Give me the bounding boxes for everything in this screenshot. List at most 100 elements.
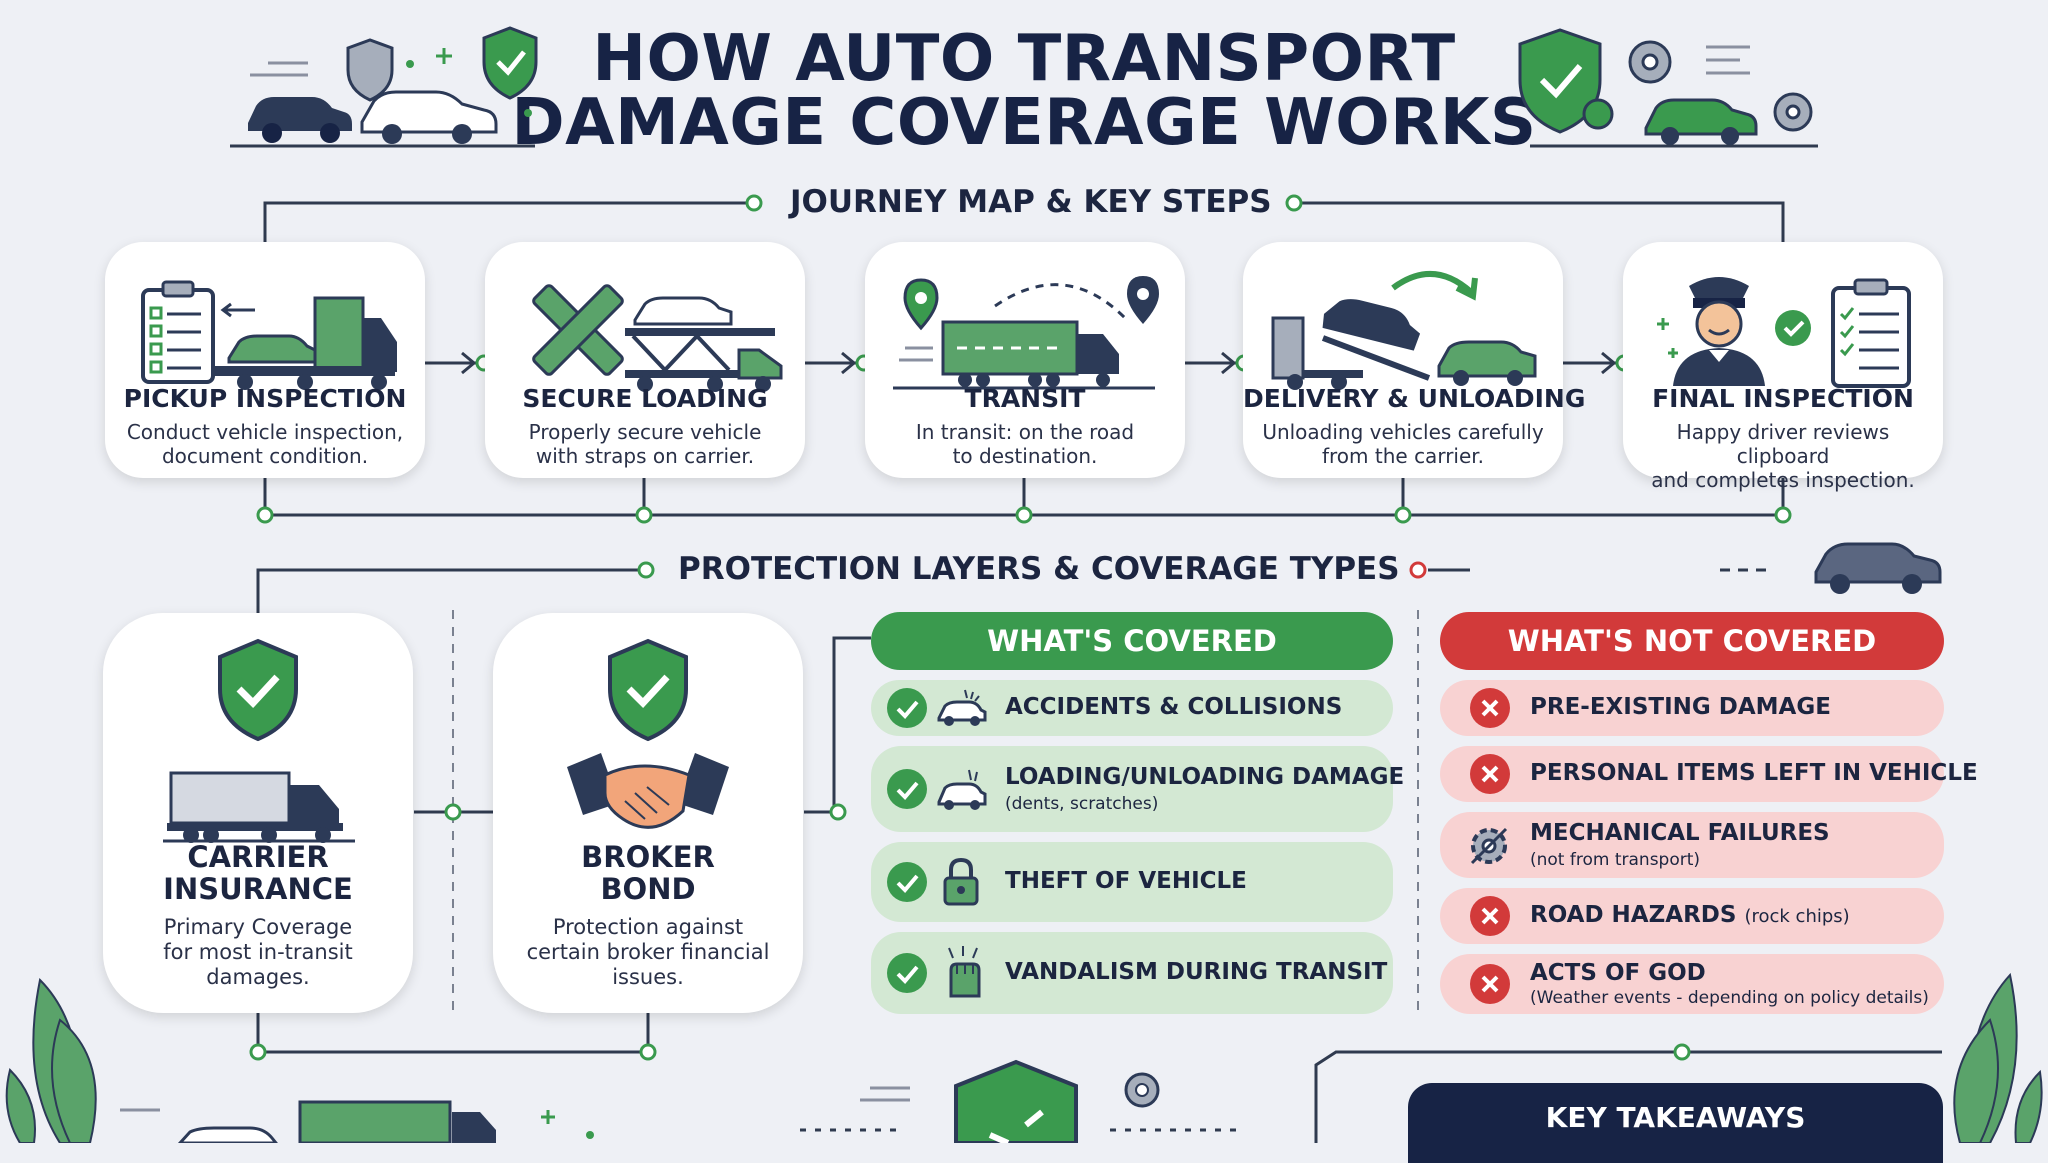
step-desc-line: In transit: on the road	[915, 420, 1135, 444]
truck-icon-bottom	[177, 1100, 496, 1143]
lock-icon	[943, 857, 979, 906]
not-covered-item-label: ROAD HAZARDS (rock chips)	[1530, 902, 1850, 928]
card-title-line: INSURANCE	[163, 872, 353, 906]
not-covered-item-pre-existing: PRE-EXISTING DAMAGE	[1440, 680, 1944, 736]
not-covered-item-mechanical: MECHANICAL FAILURES (not from transport)	[1440, 812, 1944, 878]
covered-item-label: VANDALISM DURING TRANSIT	[1005, 959, 1388, 985]
card-title: CARRIER INSURANCE	[103, 841, 413, 905]
step-description: Properly secure vehicle with straps on c…	[495, 420, 795, 468]
step-description: Unloading vehicles carefully from the ca…	[1253, 420, 1553, 468]
card-desc-line: issues.	[612, 965, 684, 989]
check-icon	[887, 688, 927, 728]
step-desc-line: Properly secure vehicle	[528, 420, 762, 444]
step-title: FINAL INSPECTION	[1652, 384, 1914, 413]
step-desc-line: to destination.	[952, 444, 1098, 468]
card-title: BROKER BOND	[493, 841, 803, 905]
not-covered-item-label: MECHANICAL FAILURES	[1530, 820, 1830, 846]
not-covered-item-label: PERSONAL ITEMS LEFT IN VEHICLE	[1530, 760, 1978, 786]
step-title: TRANSIT	[964, 384, 1086, 413]
card-carrier-insurance: CARRIER INSURANCE Primary Coverage for m…	[103, 613, 413, 1013]
step-card-delivery-unloading: DELIVERY & UNLOADING Unloading vehicles …	[1243, 242, 1586, 478]
not-covered-item-sublabel: (not from transport)	[1530, 850, 1701, 870]
journey-heading: JOURNEY MAP & KEY STEPS	[790, 184, 1272, 220]
x-icon	[1470, 964, 1510, 1004]
covered-item-sublabel: (dents, scratches)	[1005, 794, 1159, 814]
not-covered-item-road-hazards: ROAD HAZARDS (rock chips)	[1440, 888, 1944, 944]
step-title: PICKUP INSPECTION	[123, 384, 407, 413]
straps-carrier-icon	[532, 284, 783, 392]
step-title: DELIVERY & UNLOADING	[1243, 384, 1586, 413]
protection-heading: PROTECTION LAYERS & COVERAGE TYPES	[678, 551, 1400, 587]
step-card-secure-loading: SECURE LOADING Properly secure vehicle w…	[485, 242, 805, 478]
card-desc-line: Protection against	[552, 915, 744, 939]
card-title-line: BOND	[600, 872, 696, 906]
card-desc-line: for most in-transit	[163, 940, 353, 964]
shield-truck-icon	[163, 638, 355, 843]
step-card-pickup-inspection: PICKUP INSPECTION Conduct vehicle inspec…	[105, 242, 425, 478]
step-title: SECURE LOADING	[522, 384, 768, 413]
not-covered-item-personal-items: PERSONAL ITEMS LEFT IN VEHICLE	[1440, 746, 1978, 802]
step-description: In transit: on the road to destination.	[875, 420, 1175, 468]
covered-item-loading-damage: LOADING/UNLOADING DAMAGE (dents, scratch…	[871, 746, 1404, 832]
car-icon-header-left	[248, 90, 498, 144]
card-title-line: BROKER	[581, 840, 715, 874]
card-desc-line: certain broker financial	[526, 940, 770, 964]
broken-gear-icon	[1470, 827, 1508, 865]
covered-item-theft: THEFT OF VEHICLE	[871, 842, 1393, 922]
step-desc-line: document condition.	[161, 444, 369, 468]
leaf-decoration-right	[1953, 972, 2043, 1143]
step-desc-line: Unloading vehicles carefully	[1262, 420, 1544, 444]
road-hazards-label: ROAD HAZARDS	[1530, 902, 1737, 928]
collision-icon	[937, 689, 987, 726]
not-covered-item-acts-of-god: ACTS OF GOD (Weather events - depending …	[1440, 954, 1944, 1014]
covered-item-label: THEFT OF VEHICLE	[1005, 868, 1247, 894]
not-covered-item-sublabel: (Weather events - depending on policy de…	[1530, 988, 1929, 1008]
step-desc-line: Conduct vehicle inspection,	[126, 420, 404, 444]
vandalism-hand-icon	[948, 946, 981, 998]
card-description: Primary Coverage for most in-transit dam…	[113, 915, 403, 990]
not-covered-item-label: PRE-EXISTING DAMAGE	[1530, 694, 1831, 720]
covered-item-accidents: ACCIDENTS & COLLISIONS	[871, 680, 1393, 736]
not-covered-header: WHAT'S NOT COVERED	[1440, 612, 1944, 670]
covered-item-vandalism: VANDALISM DURING TRANSIT	[871, 932, 1393, 1014]
shield-gear-icon-header-right	[1518, 28, 1813, 145]
covered-item-label: LOADING/UNLOADING DAMAGE	[1005, 764, 1405, 790]
clipboard-truck-icon	[141, 280, 397, 390]
step-desc-line: and completes inspection.	[1651, 468, 1915, 492]
not-covered-item-label: ACTS OF GOD	[1530, 960, 1706, 986]
car-icon-protection	[1814, 542, 1942, 594]
unloading-ramp-icon	[1271, 271, 1537, 390]
leaf-decoration-left	[5, 977, 97, 1143]
card-description: Protection against certain broker financ…	[503, 915, 793, 990]
x-icon	[1470, 754, 1510, 794]
step-card-transit: TRANSIT In transit: on the road to desti…	[865, 242, 1185, 478]
covered-header: WHAT'S COVERED	[871, 612, 1393, 670]
shield-icon-bottom	[954, 1059, 1160, 1143]
key-takeaways-box: KEY TAKEAWAYS	[1408, 1083, 1943, 1163]
check-icon	[887, 769, 927, 809]
step-description: Conduct vehicle inspection, document con…	[115, 420, 415, 468]
card-desc-line: Primary Coverage	[163, 915, 353, 939]
damaged-car-icon	[937, 769, 987, 810]
shield-icon-header	[346, 26, 538, 102]
x-icon	[1470, 688, 1510, 728]
covered-item-label: ACCIDENTS & COLLISIONS	[1005, 694, 1343, 720]
card-title-line: CARRIER	[187, 840, 329, 874]
check-icon	[887, 862, 927, 902]
road-hazards-sublabel: (rock chips)	[1744, 906, 1850, 927]
page-title-line2: DAMAGE COVERAGE WORKS	[511, 86, 1537, 160]
step-desc-line: from the carrier.	[1321, 444, 1485, 468]
step-desc-line: Happy driver reviews clipboard	[1676, 420, 1890, 468]
step-desc-line: with straps on carrier.	[535, 444, 755, 468]
page-title-line1: HOW AUTO TRANSPORT	[592, 22, 1456, 96]
transit-truck-icon	[893, 276, 1159, 390]
card-desc-line: damages.	[206, 965, 310, 989]
step-card-final-inspection: FINAL INSPECTION Happy driver reviews cl…	[1623, 242, 1943, 492]
card-broker-bond: BROKER BOND Protection against certain b…	[493, 613, 803, 1013]
shield-handshake-icon	[567, 638, 729, 829]
step-description: Happy driver reviews clipboard and compl…	[1633, 420, 1933, 492]
x-icon	[1470, 896, 1510, 936]
key-takeaways-heading: KEY TAKEAWAYS	[1545, 1101, 1806, 1134]
driver-clipboard-icon	[1657, 277, 1911, 388]
